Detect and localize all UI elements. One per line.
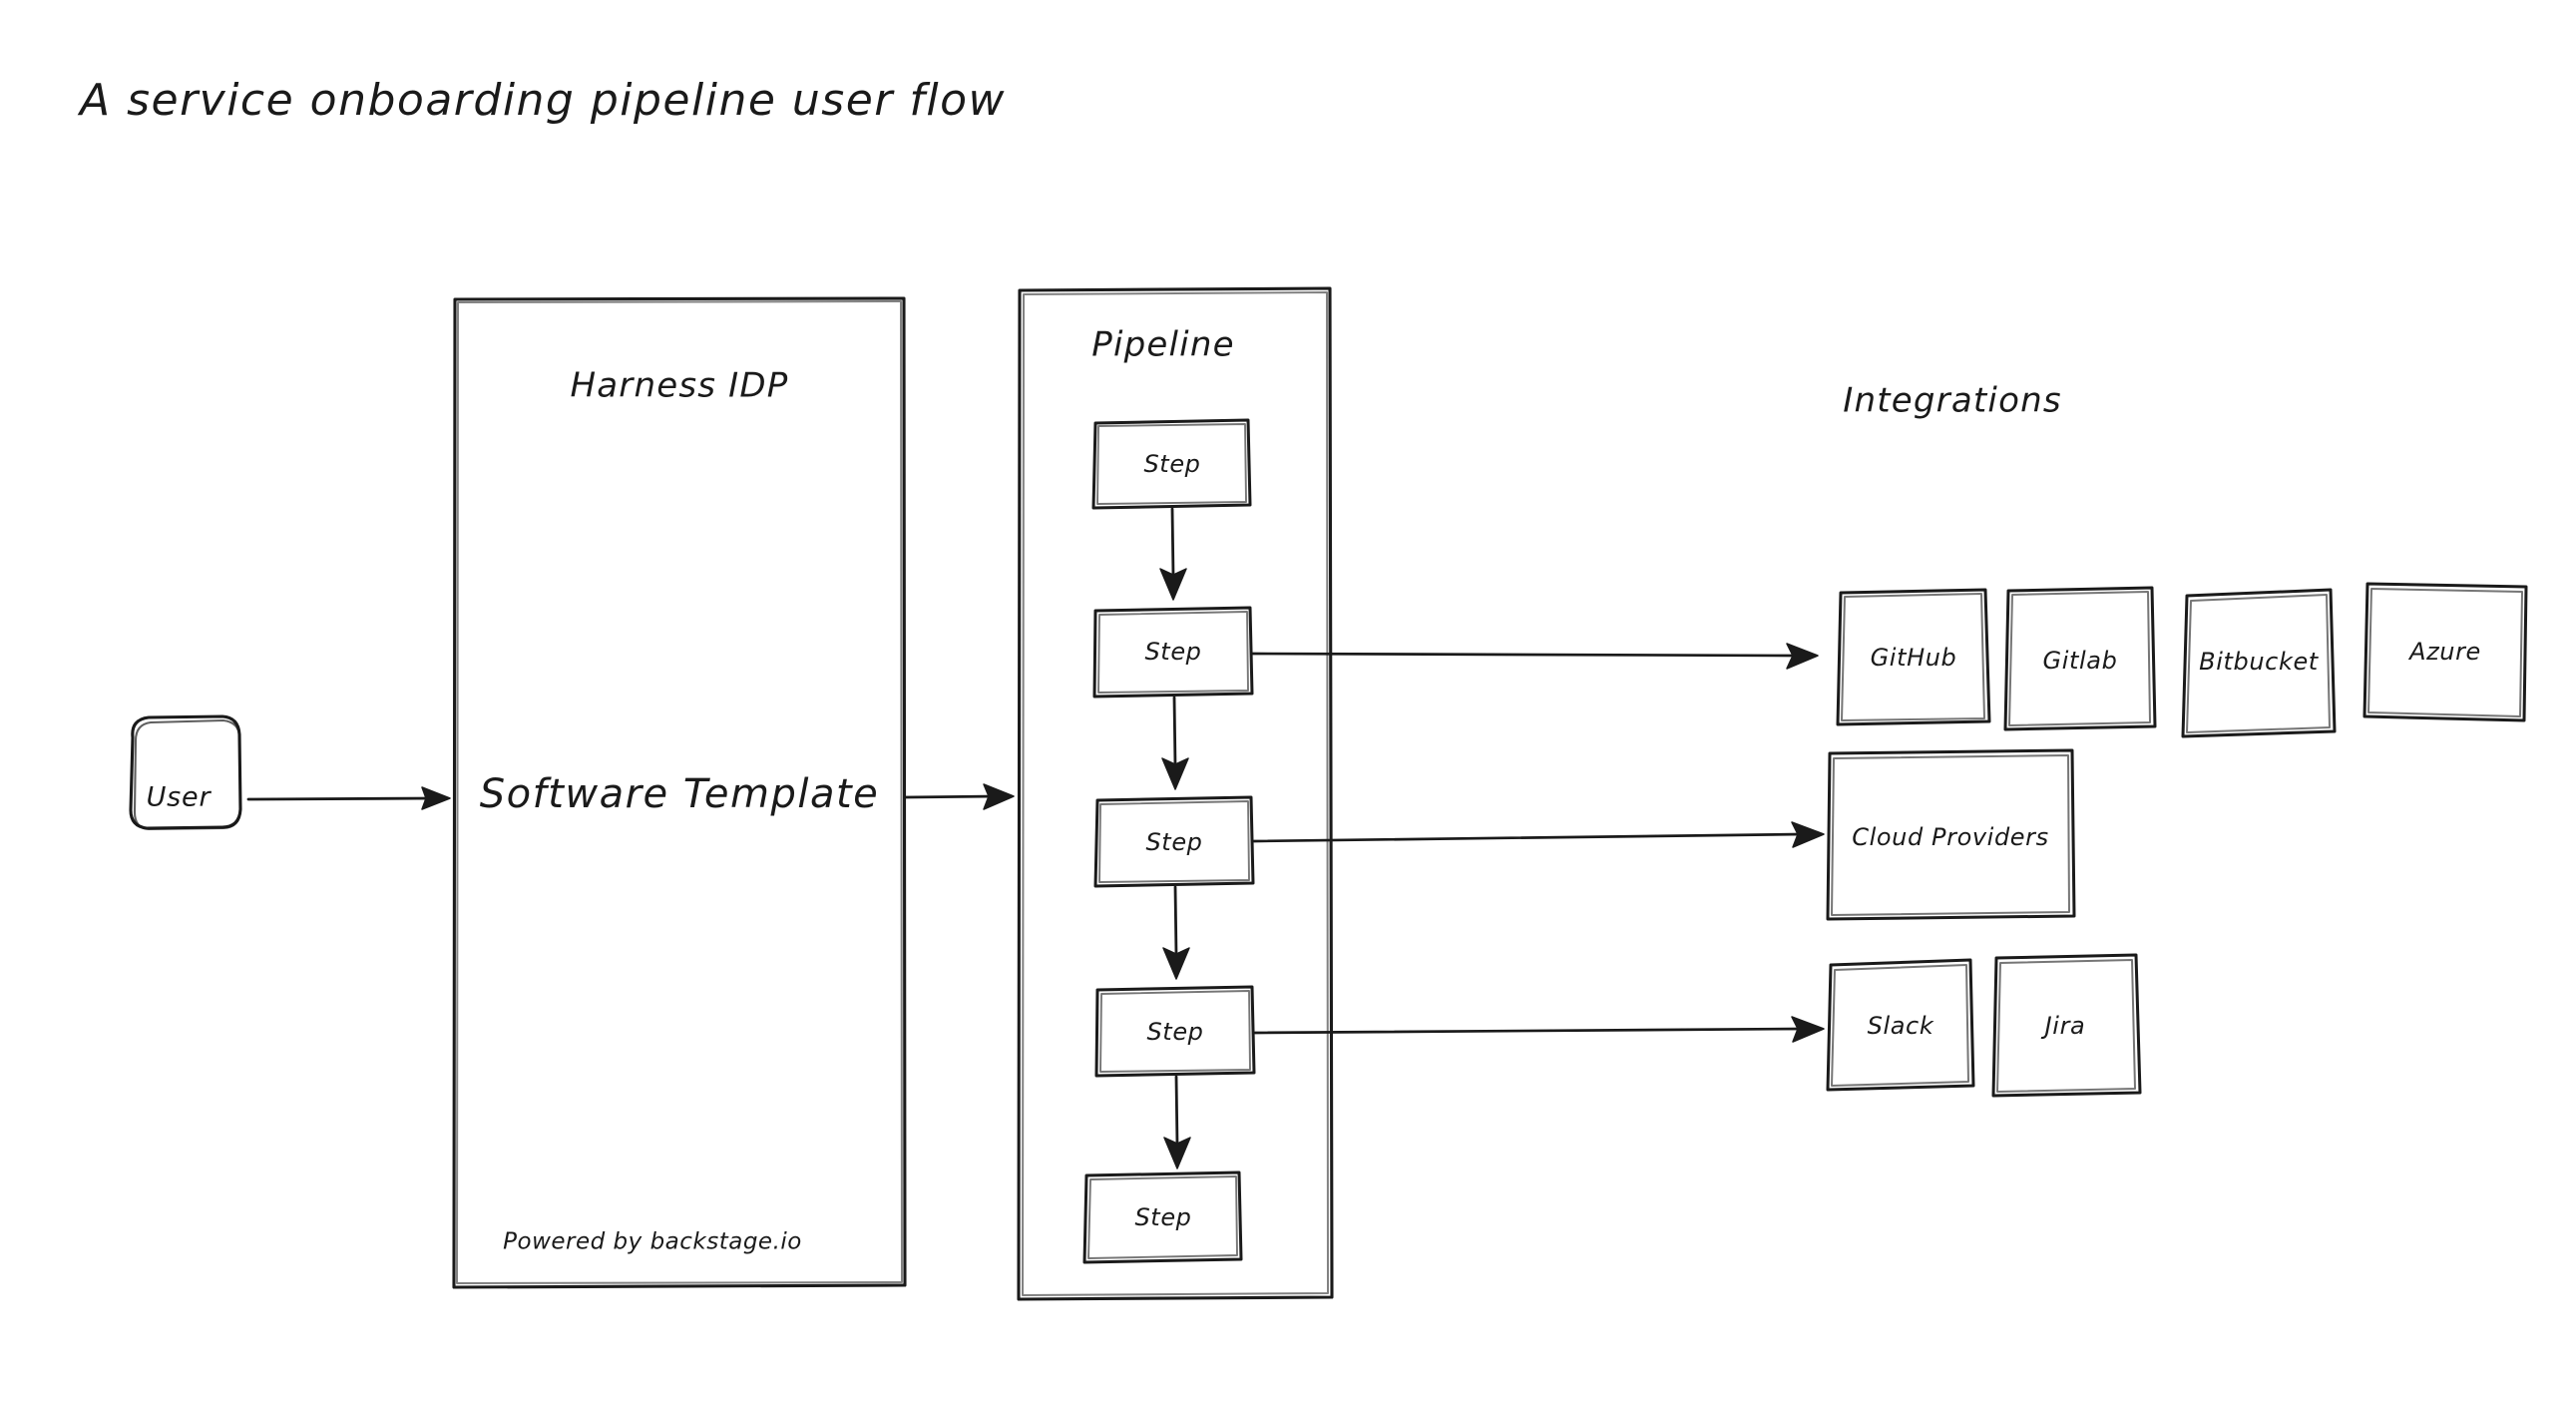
bitbucket-box-outline-2 xyxy=(2186,594,2331,733)
group-harness-idp[interactable]: Harness IDP Software Template Powered by… xyxy=(452,296,907,1289)
integration-node-gitlab[interactable]: Gitlab xyxy=(2003,586,2157,731)
arrow-head-icon xyxy=(1161,757,1189,790)
slack-box-outline-2 xyxy=(1831,964,1969,1087)
connector-line xyxy=(246,796,439,801)
connector-step4-to-collab xyxy=(1253,1016,1825,1043)
pipeline-outline-2 xyxy=(1022,291,1329,1296)
arrow-head-icon xyxy=(1791,821,1825,848)
cloud-providers-box-outline-2 xyxy=(1831,754,2070,916)
harness-idp-outline-2 xyxy=(456,300,903,1284)
node-step-5[interactable]: Step xyxy=(1082,1170,1243,1264)
slack-box-outline xyxy=(1826,958,1975,1092)
connector-step2-to-scm xyxy=(1251,643,1819,670)
step-box-outline-2 xyxy=(1098,800,1250,883)
arrow-head-icon xyxy=(1159,568,1187,601)
step-label: Step xyxy=(1134,1203,1191,1231)
github-label: GitHub xyxy=(1871,644,1957,672)
pipeline-outline xyxy=(1017,286,1334,1301)
arrow-head-icon xyxy=(1791,1016,1825,1043)
connector-step2-step3 xyxy=(1161,696,1189,790)
step-label: Step xyxy=(1143,450,1200,478)
connector-step3-step4 xyxy=(1162,885,1190,980)
cloud-providers-box-outline xyxy=(1826,748,2076,921)
integration-node-github[interactable]: GitHub xyxy=(1836,588,1991,726)
connector-line xyxy=(1174,1075,1179,1148)
connector-line xyxy=(1173,885,1178,958)
connector-line xyxy=(1170,507,1175,579)
powered-by-label: Powered by backstage.io xyxy=(503,1229,802,1255)
connector-step3-to-cloud xyxy=(1252,821,1825,848)
step-box-outline-2 xyxy=(1087,1175,1238,1259)
step-box-outline-2 xyxy=(1096,423,1247,505)
page-title: A service onboarding pipeline user flow xyxy=(77,75,1006,126)
cloud-providers-label: Cloud Providers xyxy=(1852,823,2048,851)
azure-box-outline xyxy=(2362,582,2528,722)
arrow-head-icon xyxy=(1786,643,1819,670)
arrow-head-icon xyxy=(1162,947,1190,980)
node-step-4[interactable]: Step xyxy=(1094,985,1256,1078)
step-box-outline xyxy=(1094,985,1256,1078)
integration-node-slack[interactable]: Slack xyxy=(1826,958,1975,1092)
bitbucket-label: Bitbucket xyxy=(2199,648,2320,676)
bitbucket-box-outline xyxy=(2181,588,2337,738)
software-template-label: Software Template xyxy=(480,771,880,817)
gitlab-label: Gitlab xyxy=(2043,647,2118,675)
integration-node-azure[interactable]: Azure xyxy=(2362,582,2528,722)
step-box-outline xyxy=(1092,606,1254,699)
connector-line xyxy=(1252,832,1804,843)
harness-idp-outline xyxy=(452,296,907,1289)
jira-label: Jira xyxy=(2041,1012,2086,1040)
github-box-outline xyxy=(1836,588,1991,726)
jira-box-outline-2 xyxy=(1996,959,2136,1093)
step-box-outline xyxy=(1082,1170,1243,1264)
gitlab-box-outline xyxy=(2003,586,2157,731)
pipeline-title: Pipeline xyxy=(1091,325,1234,365)
step-label: Step xyxy=(1145,828,1202,856)
connector-line xyxy=(904,794,1000,799)
arrow-head-icon xyxy=(1163,1137,1191,1169)
node-step-3[interactable]: Step xyxy=(1093,795,1255,888)
step-box-outline-2 xyxy=(1097,611,1249,694)
step-label: Step xyxy=(1146,1018,1203,1046)
integrations-title: Integrations xyxy=(1843,381,2061,421)
integration-node-bitbucket[interactable]: Bitbucket xyxy=(2181,588,2337,738)
arrow-head-icon xyxy=(421,786,451,810)
azure-label: Azure xyxy=(2407,638,2481,666)
connector-user-to-idp xyxy=(246,786,451,810)
user-box-outline-2 xyxy=(133,718,242,831)
azure-box-outline-2 xyxy=(2367,588,2523,717)
jira-box-outline xyxy=(1991,953,2142,1098)
group-pipeline[interactable]: Pipeline Step Step xyxy=(1017,286,1334,1301)
step-box-outline xyxy=(1093,795,1255,888)
step-box-outline-2 xyxy=(1099,990,1251,1073)
connector-line xyxy=(1251,652,1799,658)
node-step-2[interactable]: Step xyxy=(1092,606,1254,699)
connector-idp-to-pipeline xyxy=(904,783,1015,810)
step-box-outline xyxy=(1091,418,1252,510)
connector-step1-step2 xyxy=(1159,507,1187,601)
connector-line xyxy=(1172,696,1177,768)
github-box-outline-2 xyxy=(1841,593,1985,721)
integration-node-cloud-providers[interactable]: Cloud Providers xyxy=(1826,748,2076,921)
arrow-head-icon xyxy=(983,783,1015,810)
user-label: User xyxy=(147,782,213,813)
connector-line xyxy=(1253,1027,1804,1035)
connector-step4-step5 xyxy=(1163,1075,1191,1169)
step-label: Step xyxy=(1144,638,1201,666)
slack-label: Slack xyxy=(1868,1012,1934,1040)
gitlab-box-outline-2 xyxy=(2008,591,2151,726)
harness-idp-title: Harness IDP xyxy=(571,366,789,406)
node-step-1[interactable]: Step xyxy=(1091,418,1252,510)
node-user[interactable]: User xyxy=(129,714,242,831)
integration-node-jira[interactable]: Jira xyxy=(1991,953,2142,1098)
